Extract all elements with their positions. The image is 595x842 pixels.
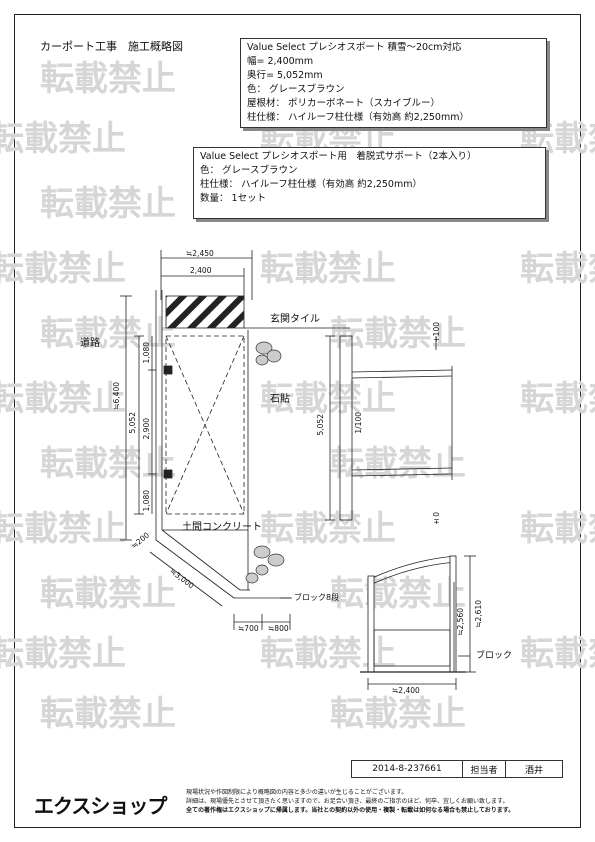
dim-top-inner: 2,400 [190, 266, 212, 275]
note-line: 詳細は、現場優先とさせて頂きたく思いますので、お足合い頂き、最終のご指示のほど、… [186, 798, 509, 805]
person-label: 担当者 [462, 760, 506, 778]
spec-line: 幅= 2,400mm [247, 56, 314, 67]
spec-line: 数量： 1セット [200, 193, 267, 204]
front-view [360, 555, 476, 690]
side-view [325, 335, 453, 521]
spec-line: 色： グレースブラウン [247, 84, 345, 95]
spec-line: 屋根材： ポリカーボネート（スカイブルー） [247, 98, 441, 109]
dim-1080-bottom: 1,080 [142, 490, 151, 512]
dim-700: ≒700 [238, 624, 259, 633]
dim-2900: 2,900 [142, 418, 151, 440]
spec-line: 柱仕様： ハイルーフ柱仕様（有効高 約2,250mm） [247, 112, 469, 123]
drawing-number: 2014-8-237661 [351, 760, 463, 778]
stone-label: 石貼 [270, 394, 290, 405]
footer-info-row: 2014-8-237661 担当者 酒井 [351, 760, 563, 778]
dim-depth: 5,052 [128, 412, 137, 434]
block-label: ブロック [476, 651, 513, 661]
dim-2610: ≒2,610 [474, 600, 483, 628]
plan-view [120, 250, 350, 630]
company-logo: エクスショップ [34, 794, 167, 818]
dim-plus-100: +100 [432, 322, 441, 343]
spec-line: Value Select プレシオスポート 積雪～20cm対応 [247, 42, 462, 53]
dim-side-5052: 5,052 [316, 414, 325, 436]
entrance-tile-label: 玄関タイル [270, 314, 320, 325]
dim-left-total: ≒6,400 [112, 382, 121, 410]
page-frame [14, 14, 581, 828]
disclaimer-notes: 現場状況や作図制限により概略図の内容と多少の違いが生じることがございます。 詳細… [186, 788, 566, 815]
spec-line: 色： グレースブラウン [200, 165, 298, 176]
spec-line: Value Select プレシオスポート用 着脱式サポート（2本入り） [200, 151, 477, 162]
dim-front-width: ≒2,400 [392, 686, 420, 695]
earth-concrete-label: 土間コンクリート [182, 522, 262, 533]
support-spec-box: Value Select プレシオスポート用 着脱式サポート（2本入り） 色： … [193, 147, 546, 219]
spec-line: 奥行= 5,052mm [247, 70, 323, 81]
dim-1080-top: 1,080 [142, 342, 151, 364]
road-label: 道路 [80, 338, 100, 349]
dim-zero: ±0 [432, 512, 441, 526]
note-line: 現場状況や作図制限により概略図の内容と多少の違いが生じることがございます。 [186, 789, 408, 796]
dim-top-outer: ≒2,450 [186, 249, 214, 258]
note-line: 全ての著作権はエクスショップに帰属します。当社との契約以外の使用・複製・転載は如… [186, 807, 515, 814]
carport-spec-box: Value Select プレシオスポート 積雪～20cm対応 幅= 2,400… [240, 38, 547, 128]
person-name: 酒井 [505, 760, 563, 778]
dim-800: ≒800 [268, 624, 289, 633]
slope-label: 1/100 [354, 412, 363, 434]
spec-line: 柱仕様： ハイルーフ柱仕様（有効高 約2,250mm） [200, 179, 422, 190]
block-8-label: ブロック8段 [294, 593, 340, 602]
dim-2560: ≒2,560 [456, 608, 465, 636]
page-title: カーポート工事 施工概略図 [40, 40, 183, 53]
